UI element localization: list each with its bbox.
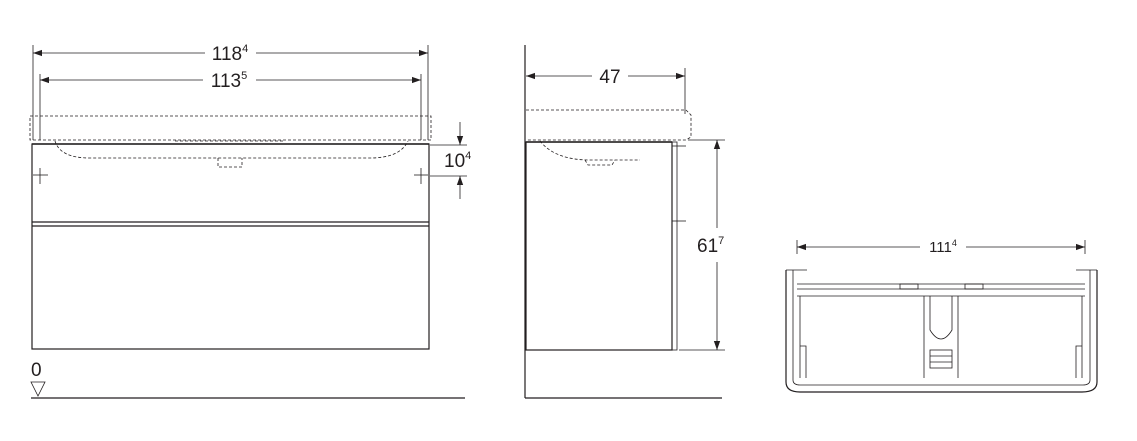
inner-width-label: 1135 (211, 70, 247, 92)
depth-label: 47 (599, 67, 620, 88)
washbasin-outline (29, 115, 432, 168)
cabinet-top-outline (785, 269, 1098, 393)
siphon-cutout (923, 296, 959, 378)
cabinet-side (525, 141, 686, 351)
floor-level-label: 0 (31, 360, 42, 381)
mounting-marker-right (414, 168, 428, 184)
top-width-label: 1114 (929, 238, 957, 256)
side-view: 47 617 (524, 45, 725, 399)
height-label: 617 (697, 235, 724, 257)
front-view: 1184 1135 (29, 43, 471, 399)
washbasin-side-outline (526, 109, 692, 166)
mounting-marker-left (33, 168, 48, 184)
floor-level-triangle-icon (30, 381, 46, 397)
overall-width-label: 1184 (212, 43, 248, 65)
cabinet-front (31, 143, 430, 350)
top-view: 1114 (785, 238, 1098, 393)
basin-depth-label: 104 (444, 150, 471, 172)
